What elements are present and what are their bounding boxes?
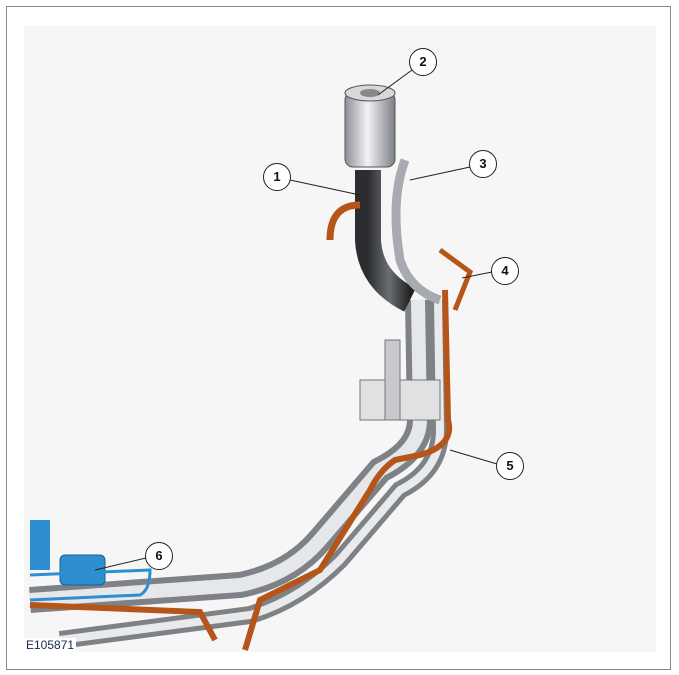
callout-1: 1 [263, 163, 291, 191]
diagram-frame [6, 6, 671, 670]
blue-component [29, 520, 152, 602]
callout-5: 5 [496, 452, 524, 480]
callout-3: 3 [469, 150, 497, 178]
leader-lines [94, 69, 498, 571]
callout-2: 2 [409, 48, 437, 76]
figure-id: E105871 [24, 638, 77, 652]
filler-hose [355, 170, 417, 312]
callout-4: 4 [491, 257, 519, 285]
callout-6: 6 [145, 542, 173, 570]
vent-hose [391, 158, 442, 305]
orange-tube [242, 289, 453, 651]
orange-tube-top [326, 201, 361, 241]
filler-neck [344, 91, 396, 168]
